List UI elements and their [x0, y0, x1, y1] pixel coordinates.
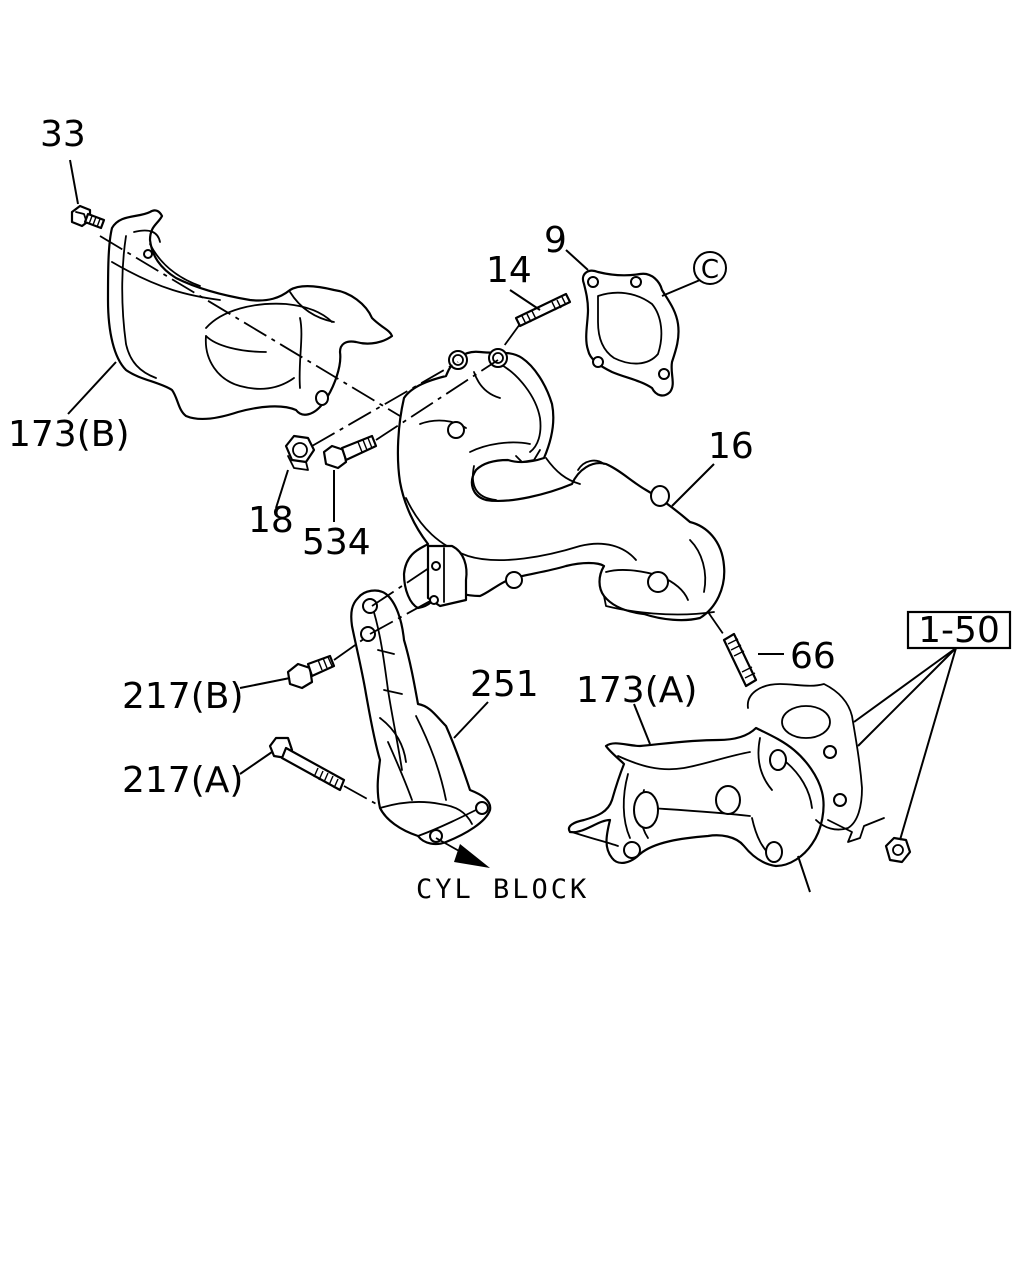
stud-66 — [722, 632, 758, 688]
callout-66: 66 — [790, 636, 836, 677]
exhaust-manifold — [396, 348, 726, 622]
nut-1-50 — [884, 836, 912, 864]
circle-reference-c: C — [693, 251, 727, 285]
callout-33: 33 — [40, 114, 86, 155]
nut-18 — [284, 434, 316, 471]
callout-173a: 173(A) — [576, 670, 697, 711]
callout-14: 14 — [486, 250, 532, 291]
callout-173b: 173(B) — [8, 414, 130, 455]
heat-shield-upper — [106, 209, 394, 421]
circle-reference-c-label: C — [701, 255, 719, 285]
leader-lines — [67, 159, 957, 893]
bolt-534 — [322, 434, 378, 470]
bracket-251 — [350, 589, 492, 846]
callout-217b: 217(B) — [122, 676, 244, 717]
bolt-33 — [70, 204, 106, 230]
cyl-block-label: CYL BLOCK — [416, 874, 589, 905]
callout-217a: 217(A) — [122, 760, 243, 801]
callout-251: 251 — [470, 664, 539, 705]
callout-16: 16 — [708, 426, 754, 467]
stud-14 — [514, 292, 572, 328]
callout-534: 534 — [302, 522, 371, 563]
heat-shield-lower — [567, 726, 825, 868]
cyl-block-arrow — [435, 837, 490, 868]
bolt-217b — [286, 654, 336, 690]
callout-9: 9 — [544, 220, 567, 261]
callout-1-50: 1-50 — [918, 610, 1000, 651]
gasket-9 — [581, 269, 680, 397]
callout-1-50-box: 1-50 — [906, 610, 1012, 651]
callout-18: 18 — [248, 500, 294, 541]
bolt-217a — [268, 736, 346, 792]
flange-gasket — [747, 683, 885, 843]
